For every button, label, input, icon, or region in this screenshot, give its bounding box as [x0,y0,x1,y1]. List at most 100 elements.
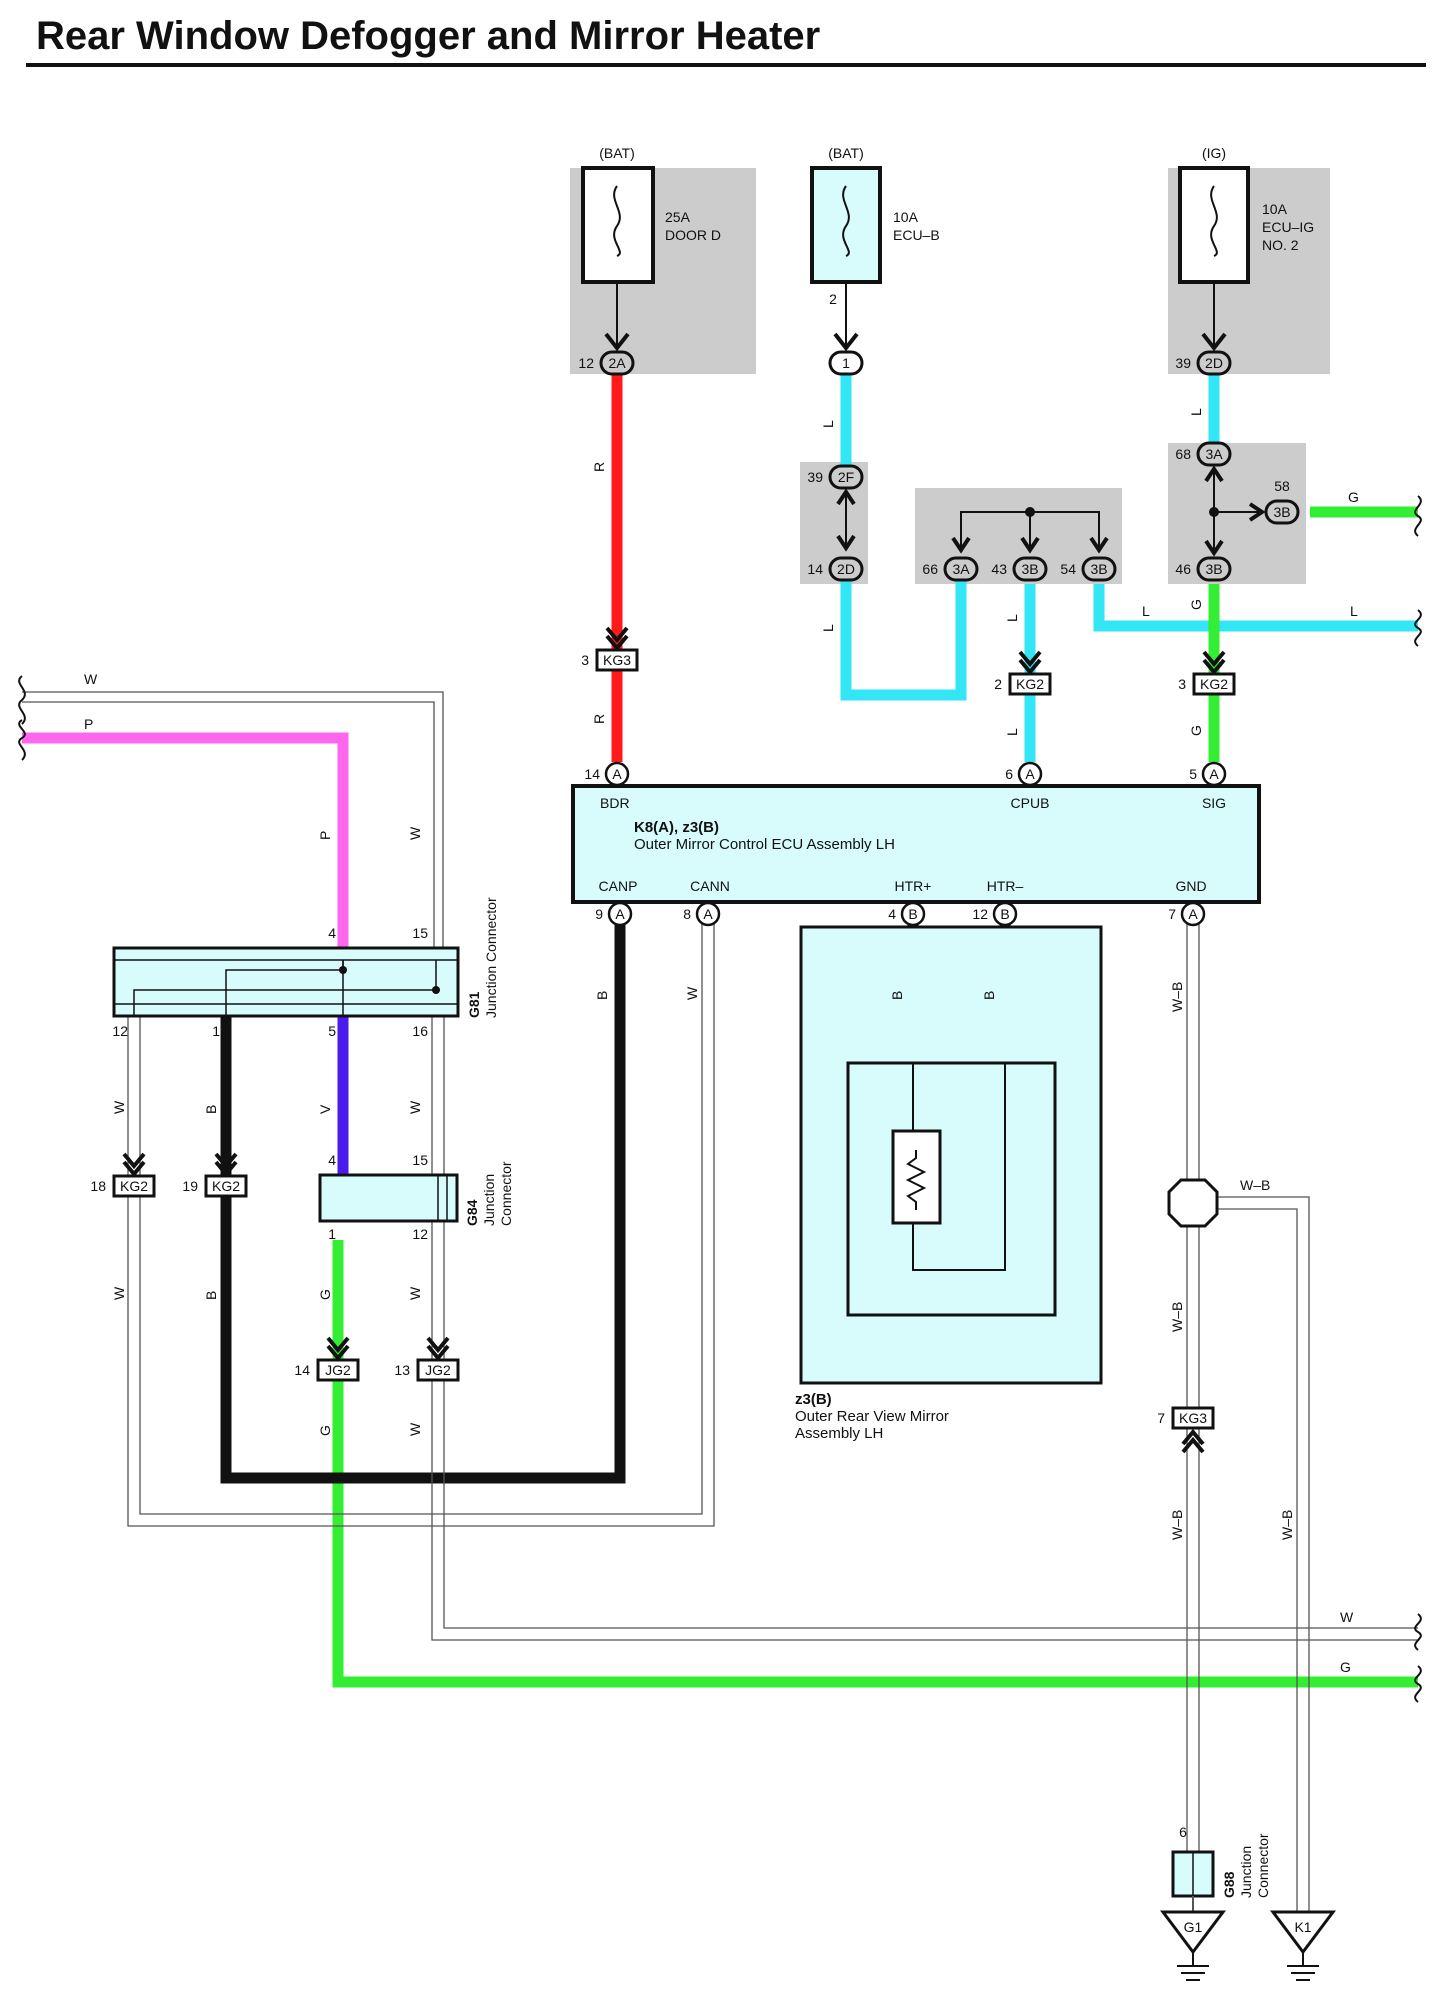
svg-text:G88: G88 [1221,1871,1237,1898]
svg-text:1: 1 [842,355,850,371]
svg-text:2: 2 [829,291,837,307]
svg-text:L: L [1188,408,1204,416]
connector-jg2-14: JG2 14 [294,1336,360,1382]
connector-jg2-13: JG2 13 [394,1336,460,1382]
svg-text:L: L [1350,603,1358,619]
connector-2f-2d-link [836,488,856,552]
splice-right-3a-3b [1204,465,1266,557]
svg-text:66: 66 [922,561,938,577]
svg-text:G81: G81 [466,991,482,1018]
svg-text:W–B: W–B [1169,1302,1185,1332]
svg-text:B: B [981,991,997,1000]
wire-white-black-gnd [1186,923,1310,1912]
ecu-terminal-cann: CANN A 8 [683,878,730,927]
ground-g1: G1 [1160,1910,1226,1981]
svg-text:A: A [1188,906,1198,922]
svg-text:13: 13 [394,1362,410,1378]
connector-3a-66: 3A 66 [922,556,979,582]
svg-text:12: 12 [112,1023,128,1039]
svg-text:Junction: Junction [481,1174,497,1226]
ecu-terminal-canp: CANP A 9 [595,878,638,927]
svg-text:3B: 3B [1273,504,1290,520]
ground-splice-point [1167,1178,1219,1228]
svg-text:CANP: CANP [599,878,638,894]
wire-color-labels: W P P W R R L L L L L G G L L G B W B B … [84,408,1359,1675]
svg-text:14: 14 [807,561,823,577]
svg-text:HTR–: HTR– [987,878,1024,894]
svg-text:12: 12 [412,1226,428,1242]
svg-text:3A: 3A [952,561,970,577]
svg-text:G: G [1188,725,1204,736]
junction-connector-g81: 4 15 12 1 5 16 G81 Junction Connector [112,897,499,1039]
svg-text:JG2: JG2 [325,1362,351,1378]
svg-text:z3(B): z3(B) [795,1391,832,1408]
svg-text:W: W [684,986,700,1000]
wire-white-top [22,691,444,948]
svg-text:19: 19 [182,1178,198,1194]
svg-text:W–B: W–B [1169,1510,1185,1540]
svg-text:KG2: KG2 [1016,676,1044,692]
svg-text:B: B [1000,906,1009,922]
svg-text:9: 9 [595,906,603,922]
svg-text:L: L [820,420,836,428]
connector-kg3-bdr: KG3 3 [581,626,639,672]
svg-text:JG2: JG2 [425,1362,451,1378]
svg-text:18: 18 [90,1178,106,1194]
svg-text:P: P [84,716,93,732]
wire-black-canp [220,923,626,1484]
splice-bus-3a-3b [951,507,1109,554]
svg-text:A: A [615,906,625,922]
svg-text:Outer Mirror Control ECU Assem: Outer Mirror Control ECU Assembly LH [634,836,895,853]
ecu-terminal-htr-plus: HTR+ B 4 [888,878,932,927]
junction-connector-g84: 4 15 1 12 G84 Junction Connector [318,1152,514,1242]
svg-text:B: B [203,1291,219,1300]
svg-text:SIG: SIG [1202,795,1226,811]
svg-text:68: 68 [1175,446,1191,462]
connector-1: 1 2 [828,291,864,376]
svg-text:4: 4 [888,906,896,922]
svg-text:GND: GND [1175,878,1206,894]
svg-text:46: 46 [1175,561,1191,577]
connector-kg2-sig: KG2 3 [1178,650,1236,696]
title-underline [26,63,1426,67]
svg-text:1: 1 [328,1226,336,1242]
svg-text:G84: G84 [464,1199,480,1226]
svg-text:(IG): (IG) [1202,145,1226,161]
svg-text:BDR: BDR [600,795,630,811]
svg-text:KG2: KG2 [212,1178,240,1194]
svg-text:KG3: KG3 [603,652,631,668]
svg-text:R: R [591,714,607,724]
svg-text:W–B: W–B [1279,1510,1295,1540]
page-title: Rear Window Defogger and Mirror Heater [36,14,821,58]
svg-text:7: 7 [1157,1410,1165,1426]
svg-text:HTR+: HTR+ [895,878,932,894]
svg-text:15: 15 [412,1152,428,1168]
svg-text:B: B [203,1105,219,1114]
svg-text:W: W [84,671,98,687]
connector-3b-46: 3B 46 [1175,556,1232,582]
svg-text:1: 1 [212,1023,220,1039]
connector-kg2-cpub: KG2 2 [994,650,1052,696]
svg-text:Junction Connector: Junction Connector [483,897,499,1018]
svg-text:G: G [317,1425,333,1436]
svg-text:7: 7 [1168,906,1176,922]
svg-text:3B: 3B [1021,561,1038,577]
ground-k1: K1 [1270,1910,1336,1981]
svg-text:W: W [407,1100,423,1114]
connector-2f: 2F 39 [807,464,864,490]
fuse-ecu-b: (BAT) 10A ECU–B [810,145,940,352]
junction-connector-g88: 6 G88 Junction Connector [1171,1824,1271,1912]
wire-pink [22,732,349,948]
svg-text:A: A [703,906,713,922]
fuse-door-d: (BAT) 25A DOOR D [581,145,721,352]
svg-text:K1: K1 [1294,1919,1311,1935]
svg-text:W: W [407,1286,423,1300]
svg-text:43: 43 [991,561,1007,577]
svg-text:CPUB: CPUB [1011,795,1050,811]
svg-text:W: W [407,1422,423,1436]
svg-text:3: 3 [1178,676,1186,692]
svg-text:A: A [1025,766,1035,782]
svg-text:B: B [594,991,610,1000]
svg-text:G: G [1188,599,1204,610]
